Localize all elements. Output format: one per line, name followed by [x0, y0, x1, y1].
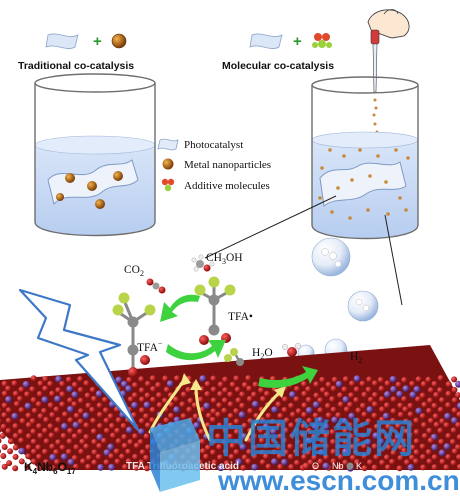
- zoom-line-right: [384, 214, 403, 306]
- k4nb6o17-lattice: [0, 345, 460, 472]
- co2-molecule: [146, 278, 166, 294]
- metal-nanoparticle: [95, 199, 105, 209]
- h2o-molecule: [282, 343, 302, 357]
- h2-bubbles: [297, 237, 379, 362]
- watermark: 中国储能网 www.escn.com.cn: [150, 416, 460, 496]
- legend-metal-label: Metal nanoparticles: [184, 159, 271, 171]
- tfa-anion-molecule: [112, 292, 156, 377]
- metal-nanoparticle: [65, 173, 75, 183]
- bubble-medium: [347, 290, 379, 322]
- photocatalyst-sheet-icon: [45, 33, 79, 49]
- molecular-title: Molecular co-catalysis: [222, 60, 334, 72]
- traditional-title: Traditional co-catalysis: [18, 60, 134, 72]
- photocatalyst-sheet: [319, 161, 407, 207]
- watermark-url: www.escn.com.cn: [217, 465, 460, 496]
- metal-nanoparticle-icon: [111, 33, 127, 49]
- tfa-radical-molecule: [194, 276, 236, 345]
- legend-additive-icon: [161, 178, 175, 192]
- light-lightning-icon: [18, 288, 140, 432]
- dropper-hand-icon: [367, 9, 410, 134]
- legend: Photocatalyst Metal nanoparticles Additi…: [157, 138, 271, 192]
- legend-nb-icon: [322, 462, 330, 470]
- metal-nanoparticle: [87, 181, 97, 191]
- reaction-arrows: [160, 294, 318, 388]
- molecular-header: + Molecular co-catalysis: [222, 33, 334, 72]
- h2-label: H2: [350, 351, 362, 365]
- photocatalyst-sheet-icon-2: [249, 33, 283, 49]
- additive-molecule-icon: [312, 33, 332, 48]
- k4nb6o17-formula: K4Nb6O17: [24, 460, 76, 476]
- traditional-header: + Traditional co-catalysis: [18, 33, 134, 72]
- legend-k-icon: [346, 462, 354, 470]
- molecular-beaker: [204, 76, 419, 306]
- ch3oh-molecule: [191, 254, 215, 272]
- surface-fragment: [224, 348, 244, 366]
- legend-o-label: O: [312, 461, 319, 471]
- watermark-logo-icon: [150, 418, 200, 492]
- h2o-label: H2O: [252, 347, 273, 361]
- watermark-cn: 中国储能网: [206, 416, 416, 462]
- legend-photocatalyst-icon: [157, 138, 179, 151]
- traditional-beaker: [34, 73, 156, 237]
- plus-sign: +: [93, 33, 102, 50]
- legend-photocatalyst-label: Photocatalyst: [184, 139, 243, 151]
- zoom-line-left: [204, 195, 337, 259]
- plus-sign-2: +: [293, 33, 302, 50]
- ch3oh-label: CH3OH: [206, 252, 243, 266]
- metal-nanoparticle: [56, 193, 64, 201]
- species-labels: CO2 CH3OH TFA• TFA− H2O H2: [124, 252, 362, 365]
- legend-k-label: K: [356, 461, 362, 471]
- tfa-anion-label: TFA−: [137, 339, 163, 354]
- legend-o-icon: [302, 462, 310, 470]
- legend-nb-label: Nb: [332, 461, 344, 471]
- legend-metal-icon: [162, 158, 174, 170]
- co2-label: CO2: [124, 264, 144, 278]
- additive-molecules-scatter: [318, 148, 410, 220]
- legend-additive-label: Additive molecules: [184, 180, 270, 192]
- tfa-radical-label: TFA•: [228, 311, 253, 323]
- metal-nanoparticle: [113, 171, 123, 181]
